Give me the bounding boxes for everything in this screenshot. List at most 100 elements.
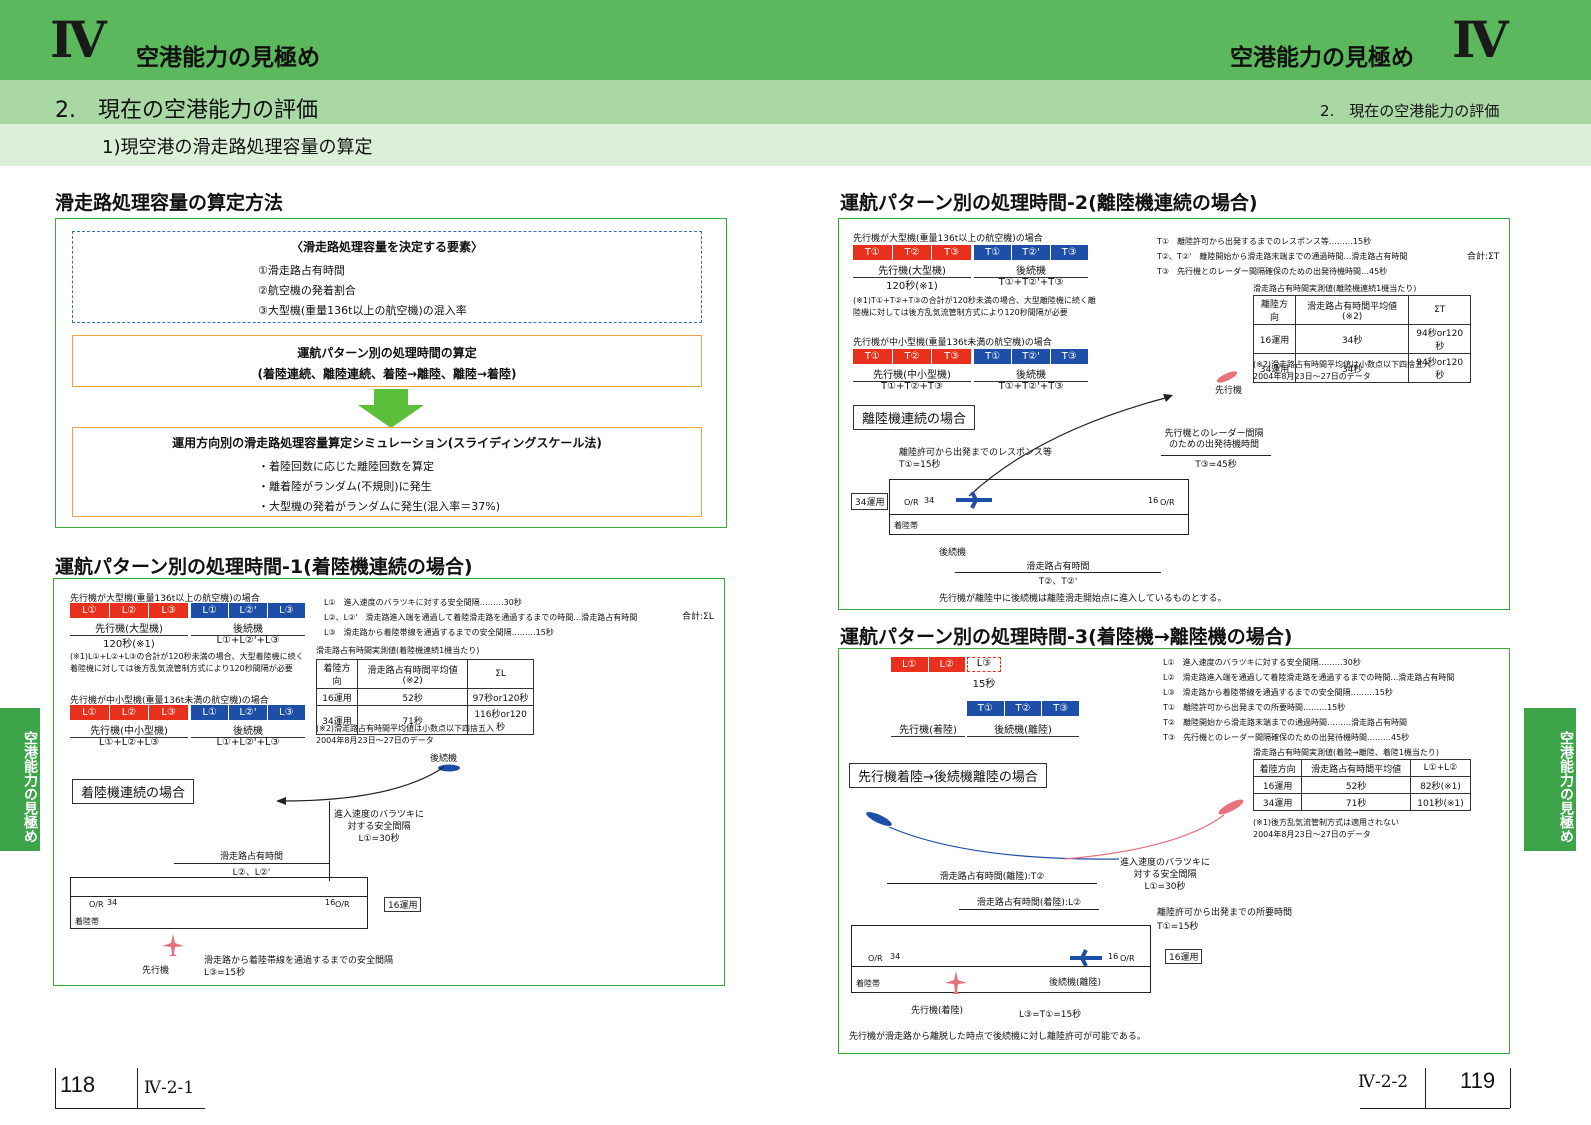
section-band [0,80,1591,124]
legend-row: T② 離陸開始から滑走路末端までの通過時間………滑走路占有時間 [1163,718,1408,727]
chapter-roman-right: Ⅳ [1452,10,1509,69]
p1-op16-label: 16運用 [384,897,422,912]
p2-follow-value: T①+T②'+T③ [998,277,1064,288]
p1-lead-small-label: 先行機(中小型機) [70,722,188,738]
p1-occupancy-annotation: 滑走路占有時間 [219,852,283,862]
seg: T③ [1061,247,1077,258]
p1-follow-value: L①+L②'+L③ [216,635,280,646]
p1-follow-label: 後続機 [191,620,305,636]
seg: L③ [161,605,176,616]
legend-row: T① 離陸許可から出発までの所要時間………15秒 [1163,703,1346,712]
airplane-blue-icon [1070,949,1102,967]
p2-t1: T①=15秒 [899,460,941,470]
p1-large-caption: 先行機が大型機(重量136t以上の航空機)の場合 [70,594,260,604]
p3-l3-annotation: L③=T①=15秒 [1019,1010,1082,1020]
p2-lead-small-value: T①+T②+T③ [881,381,943,392]
seg: T②' [1012,349,1051,364]
seg: T① [967,701,1005,716]
factors-box: 〈滑走路処理容量を決定する要素〉 ①滑走路占有時間 ②航空機の発着割合 ③大型機… [72,231,702,323]
factors-title: 〈滑走路処理容量を決定する要素〉 [290,240,483,254]
sim-list: ・着陸回数に応じた離陸回数を算定 ・離着陸がランダム(不規則)に発生 ・大型機の… [258,457,701,517]
p2-occupancy-value: T②、T②' [1038,577,1078,587]
p1-lead-small-value: L①+L②+L③ [98,737,160,748]
factor-1: ①滑走路占有時間 [258,264,345,277]
p3-title: 運航パターン別の処理時間-3(着陸機→離陸機の場合) [840,626,1293,648]
seg: T① [974,245,1013,260]
airplane-red-icon [945,971,967,994]
legend-row: L②、L②' 滑走路進入端を通過して着陸滑走路を通過するまでの時間…滑走路占有時… [324,613,638,622]
footer-rule [1510,1068,1511,1108]
section-title-right: 2. 現在の空港能力の評価 [1320,102,1500,120]
p3-footer-note: 先行機が滑走路から離脱した時点で後続機に対し離陸許可が可能である。 [849,1032,1146,1042]
seg: L② [110,603,150,618]
seg: T① [853,349,893,364]
seg: L③ [279,707,294,718]
seg: L① [191,705,230,720]
footer-rule [1360,1108,1510,1109]
legend-row: T③ 先行機とのレーダー間隔確保のための出発待機時間………45秒 [1163,733,1410,742]
runway-number-16: 16 [325,898,336,907]
or-left: O/R [868,954,883,963]
p2-t3: T③=45秒 [1195,460,1237,470]
p2-op34-label: 34運用 [851,493,889,510]
legend-row: T③ 先行機とのレーダー間隔確保のための出発待機時間…45秒 [1157,267,1388,276]
chapter-roman-left: Ⅳ [50,10,107,69]
p1-lead-plane-label: 先行機 [142,966,170,976]
departure-path [968,394,1173,497]
p3-lead-label: 先行機(着陸) [891,721,965,737]
seg: T② [1005,701,1043,716]
p3-table-caption: 滑走路占有時間実測値(着陸→離陸、着陸1機当たり) [1253,748,1440,757]
factors-list: ①滑走路占有時間 ②航空機の発着割合 ③大型機(重量136t以上の航空機)の混入… [258,261,701,321]
zone-label: 着陸帯 [894,521,918,530]
p3-follow-departure-label: 後続機(離陸) [1049,978,1102,988]
p1-follow-small-label: 後続機 [191,722,305,738]
calc-line1: 運航パターン別の処理時間の算定 [297,346,477,360]
or-right: O/R [1120,954,1135,963]
side-tab-right: 空港能力の見極め [1524,708,1576,851]
or-right: O/R [1160,498,1175,507]
chapter-header [0,0,1591,80]
or-right: O/R [335,900,350,909]
p1-title: 運航パターン別の処理時間-1(着陸機連続の場合) [55,556,473,578]
dimension-line [174,863,329,864]
p3-follow-label: 後続機(離陸) [967,721,1079,737]
legend-row: L① 進入速度のバラツキに対する安全間隔………30秒 [324,598,522,607]
p2-table-note1: (※2)滑走路占有時間平均値は小数点以下四捨五入 [1253,360,1432,369]
p3-op16-label: 16運用 [1165,949,1203,964]
sim-box: 運用方向別の滑走路処理容量算定シミュレーション(スライディングスケール法) ・着… [72,427,702,517]
p2-table-note2: 2004年8月23日〜27日のデータ [1253,372,1371,381]
p2-large-caption: 先行機が大型機(重量136t以上の航空機)の場合 [853,234,1043,244]
p2-lead-large-value: 120秒(※1) [886,281,938,292]
footer-rule [55,1108,205,1109]
p3-flight-paths [866,799,1244,860]
code-left: Ⅳ-2-1 [144,1078,195,1098]
p1-lead-large-value: 120秒(※1) [103,639,155,650]
p3-gap: 15秒 [972,679,996,690]
seg: T① [974,349,1013,364]
p3-clearance-annotation: 離陸許可から出発までの所要時間 [1157,908,1293,918]
dimension-line [959,909,1099,910]
p3-diagram-label: 先行機着陸→後続機離陸の場合 [849,763,1047,788]
p1-legend: L① 進入速度のバラツキに対する安全間隔………30秒 L②、L②' 滑走路進入端… [324,595,664,640]
down-arrow-icon [358,389,424,428]
p2-lead-large-label: 先行機(大型機) [853,262,971,278]
p2-radar-annotation: 先行機とのレーダー間隔のための出発待機時間 [1164,429,1264,450]
p3-runway: O/R 34 16 O/R 着陸帯 [851,925,1151,993]
dimension-line [1161,455,1271,456]
p2-follow-small-value: T①+T②'+T③ [998,381,1064,392]
p2-response-annotation: 離陸許可から出発までのレスポンス等 [899,448,1052,458]
seg: T② [893,349,933,364]
seg: L① [70,603,110,618]
p3-table-note1: (※1)後方乱気流管制方式は適用されない [1253,818,1400,827]
seg: L② [110,705,150,720]
p3-l3-segment: L③ [967,657,1001,672]
runway-number-34: 34 [107,898,118,907]
